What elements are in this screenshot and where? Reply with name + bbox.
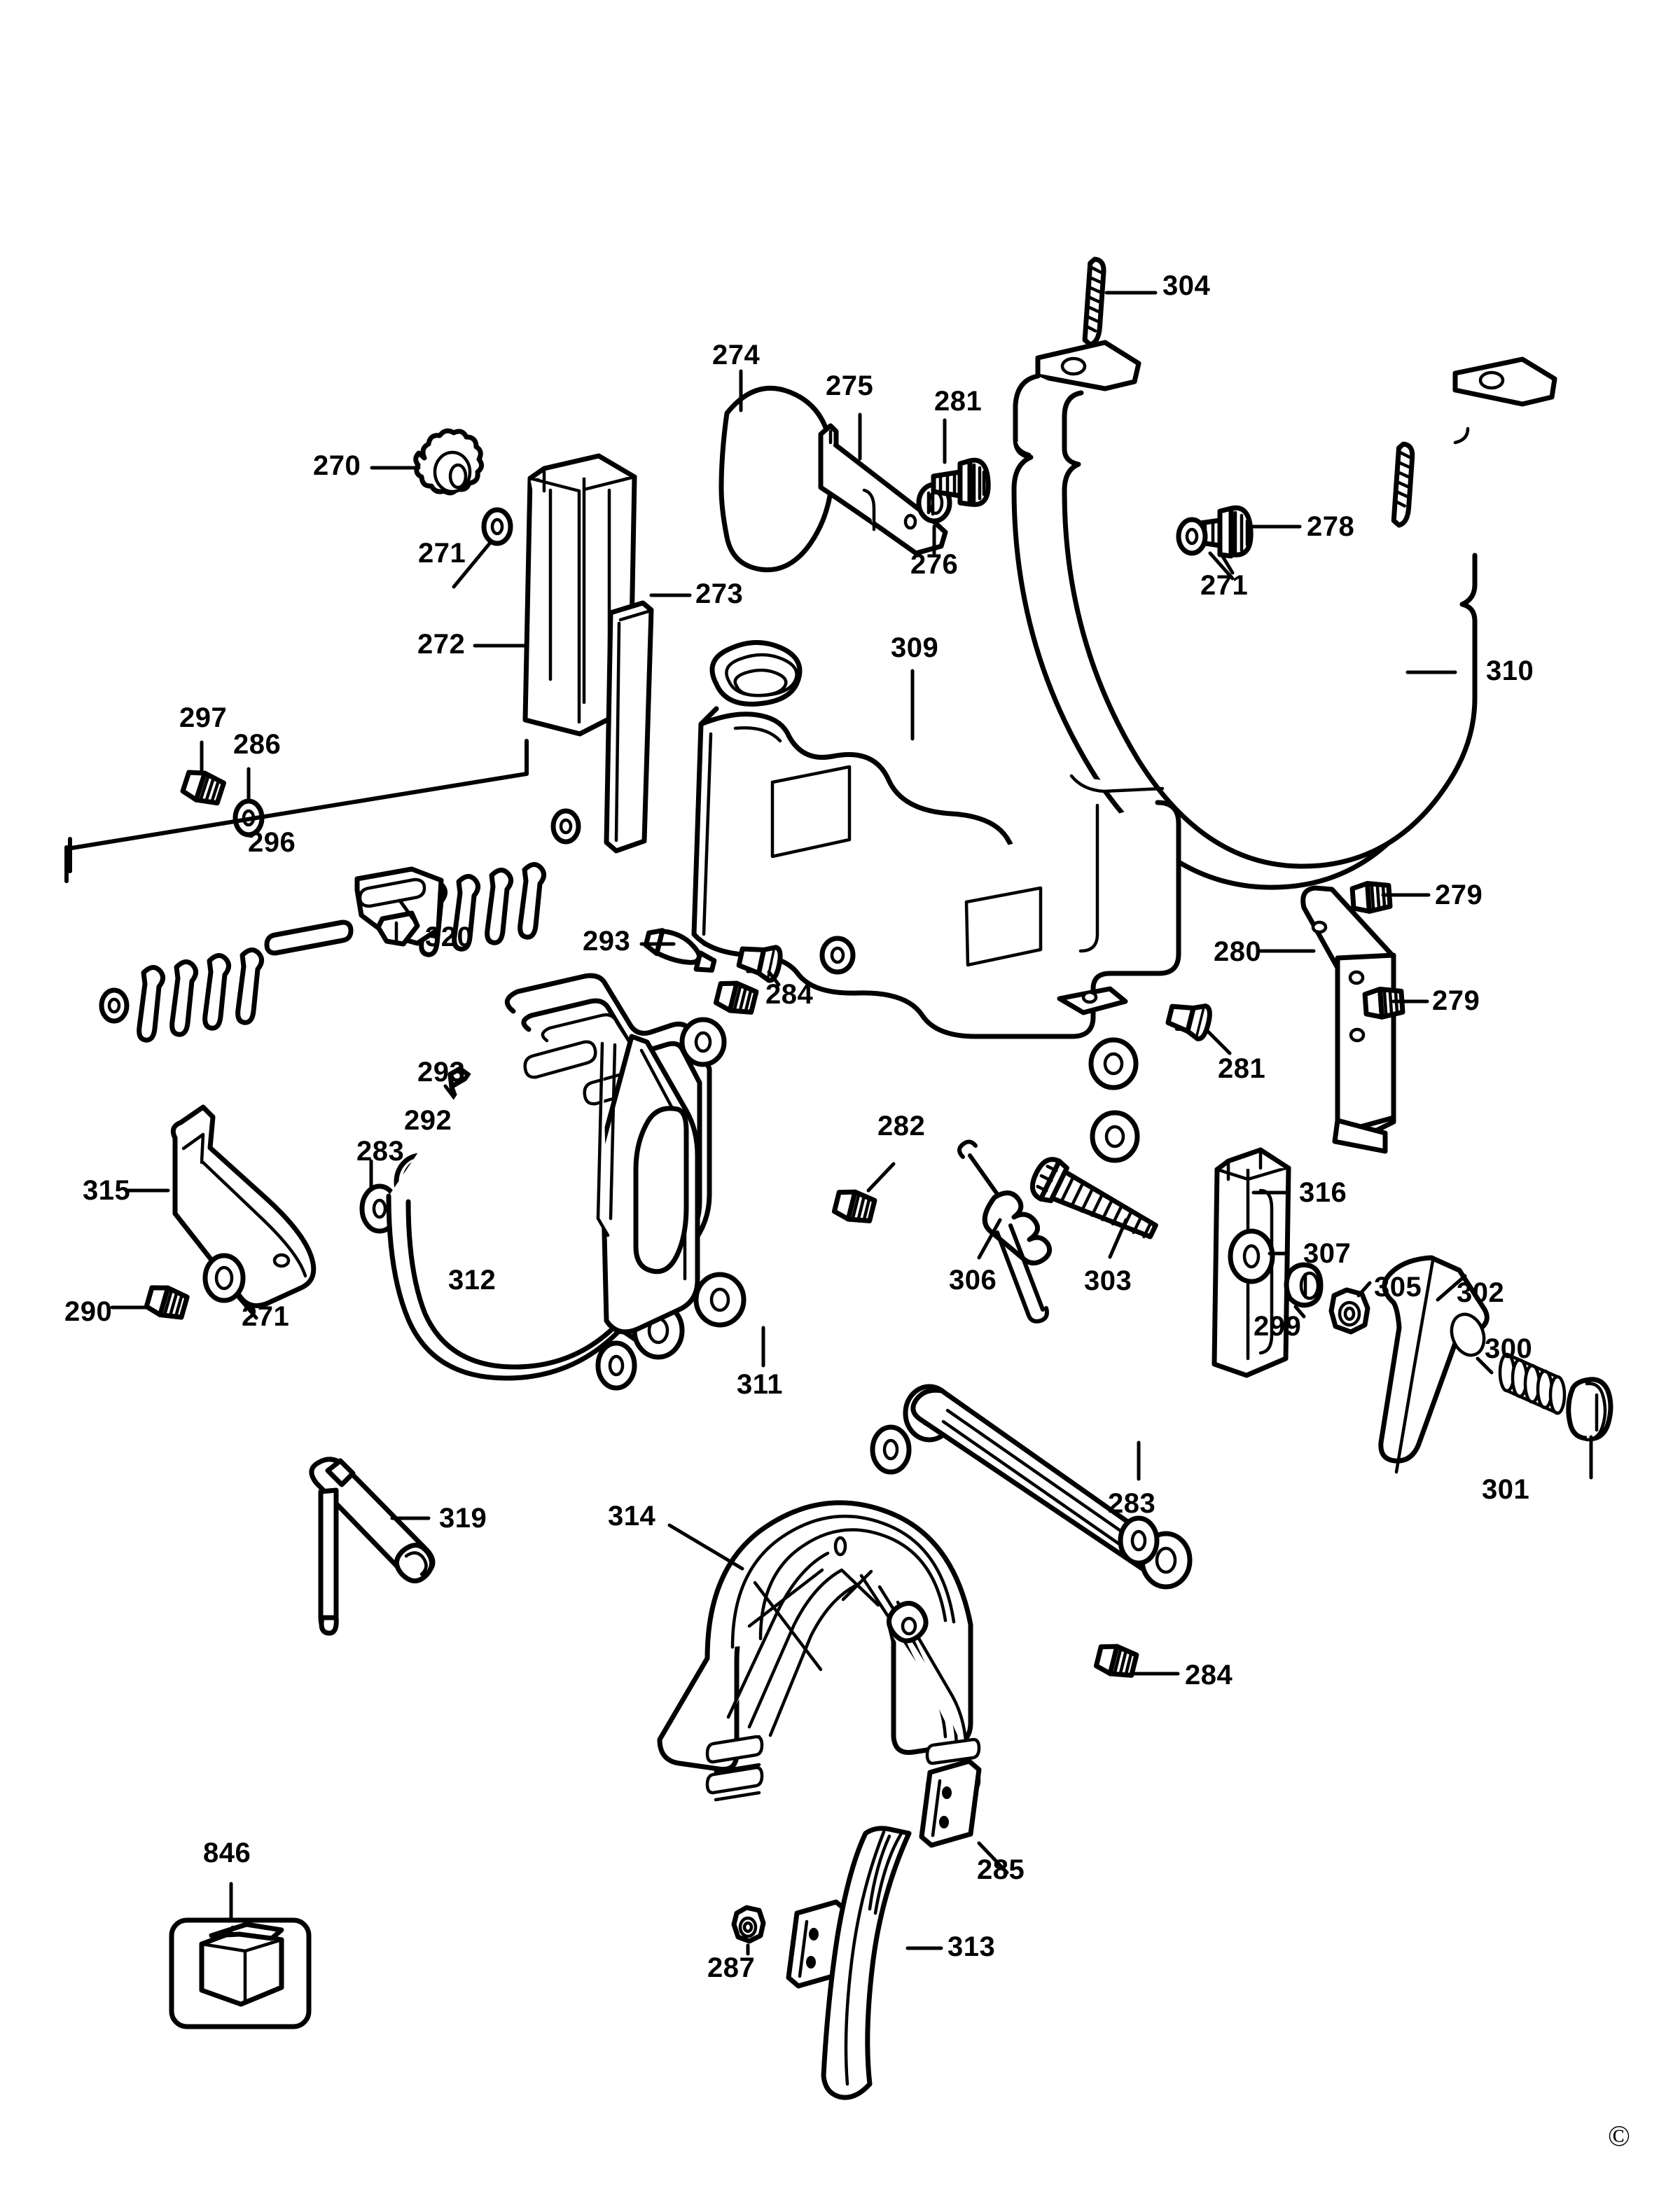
callout-270: 270	[313, 450, 361, 481]
callout-316: 316	[1299, 1177, 1347, 1208]
callout-278: 278	[1307, 511, 1355, 542]
callout-310: 310	[1486, 655, 1534, 686]
callout-271-bottom: 271	[242, 1301, 290, 1332]
callout-303: 303	[1084, 1265, 1132, 1296]
callout-287: 287	[707, 1952, 756, 1983]
callout-293-upper: 293	[583, 926, 631, 957]
callout-307: 307	[1303, 1238, 1352, 1269]
callout-283-upper: 283	[356, 1136, 405, 1167]
callout-305: 305	[1374, 1272, 1422, 1303]
copyright-symbol: ©	[1608, 2120, 1630, 2153]
callout-313: 313	[947, 1931, 996, 1962]
callout-301: 301	[1482, 1474, 1530, 1505]
callout-276: 276	[910, 549, 959, 580]
callout-280: 280	[1214, 936, 1262, 967]
callout-293-lower: 293	[417, 1057, 466, 1088]
callout-284-upper: 284	[765, 979, 814, 1010]
callout-279-lower: 279	[1432, 985, 1480, 1016]
callout-314: 314	[608, 1501, 656, 1532]
callout-279-upper: 279	[1435, 880, 1483, 910]
callout-297: 297	[179, 702, 228, 733]
callout-312: 312	[448, 1265, 497, 1296]
callout-309: 309	[891, 632, 939, 663]
callout-319: 319	[439, 1503, 487, 1534]
callout-311: 311	[737, 1369, 784, 1400]
callout-282: 282	[877, 1111, 926, 1141]
callout-299: 299	[1254, 1311, 1302, 1342]
callout-315: 315	[83, 1175, 131, 1206]
callout-272: 272	[417, 629, 466, 660]
callout-302: 302	[1457, 1277, 1505, 1308]
callout-286: 286	[233, 729, 282, 760]
callout-284-lower: 284	[1185, 1660, 1233, 1690]
callout-273: 273	[695, 578, 744, 609]
callout-304: 304	[1162, 270, 1211, 301]
callout-846: 846	[203, 1838, 251, 1868]
callout-306: 306	[949, 1265, 997, 1296]
callout-271-top: 271	[418, 538, 466, 569]
callout-285: 285	[977, 1854, 1025, 1885]
callout-281-top: 281	[934, 386, 983, 417]
callout-274: 274	[712, 340, 761, 370]
callout-300: 300	[1485, 1333, 1533, 1364]
callout-271-mid: 271	[1200, 570, 1249, 601]
callout-283-lower: 283	[1108, 1488, 1156, 1519]
callout-292: 292	[404, 1105, 452, 1136]
callout-281-mid: 281	[1218, 1053, 1266, 1084]
callout-275: 275	[826, 370, 874, 401]
callout-320: 320	[425, 922, 473, 952]
callout-296: 296	[248, 827, 296, 858]
callout-290: 290	[64, 1296, 113, 1327]
